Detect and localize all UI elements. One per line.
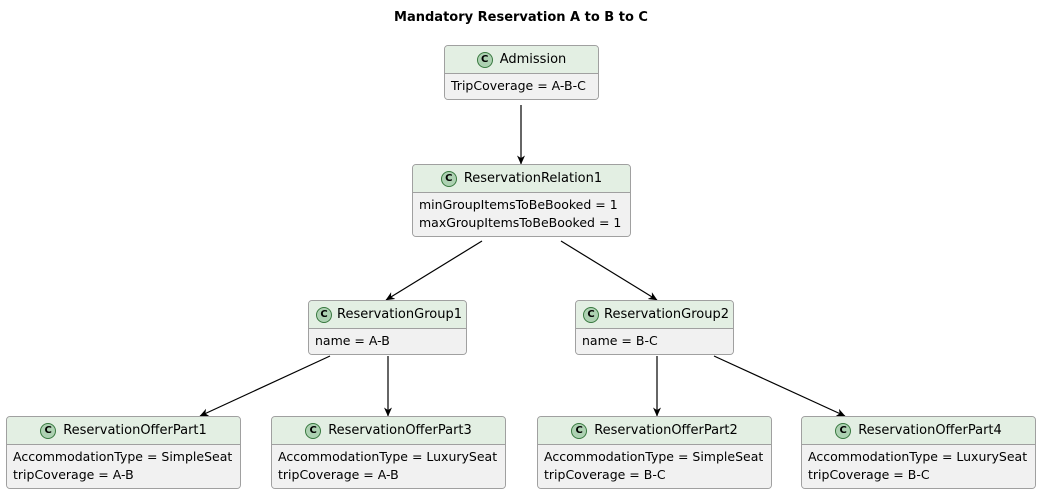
class-node-reservationofferpart1[interactable]: C ReservationOfferPart1 AccommodationTyp… bbox=[6, 416, 241, 489]
edge-reservationrelation1-to-reservationgroup1 bbox=[385, 240, 483, 301]
class-header-admission: C Admission bbox=[445, 46, 598, 74]
class-attributes-admission: TripCoverage = A-B-C bbox=[445, 74, 598, 99]
class-name-label: ReservationGroup1 bbox=[337, 307, 462, 322]
edge-reservationgroup2-to-reservationofferpart4 bbox=[713, 355, 846, 417]
class-header-reservationofferpart4: C ReservationOfferPart4 bbox=[802, 417, 1035, 445]
class-icon: C bbox=[316, 306, 332, 323]
class-attribute: name = A-B bbox=[315, 333, 390, 348]
class-icon: C bbox=[40, 422, 57, 439]
diagram-title: Mandatory Reservation A to B to C bbox=[394, 10, 648, 25]
class-icon: C bbox=[571, 422, 588, 439]
class-icon: C bbox=[305, 422, 322, 439]
class-attribute: tripCoverage = B-C bbox=[544, 467, 666, 482]
class-attribute: tripCoverage = B-C bbox=[808, 467, 930, 482]
class-icon: C bbox=[476, 51, 493, 68]
class-attributes-reservationofferpart3: AccommodationType = LuxurySeat tripCover… bbox=[272, 445, 505, 488]
class-name-label: ReservationOfferPart4 bbox=[858, 423, 1002, 438]
class-attribute: maxGroupItemsToBeBooked = 1 bbox=[419, 215, 622, 230]
class-attribute: AccommodationType = LuxurySeat bbox=[808, 449, 1028, 464]
class-attribute: TripCoverage = A-B-C bbox=[451, 78, 586, 93]
class-header-reservationofferpart3: C ReservationOfferPart3 bbox=[272, 417, 505, 445]
class-node-reservationofferpart4[interactable]: C ReservationOfferPart4 AccommodationTyp… bbox=[801, 416, 1036, 489]
class-name-label: Admission bbox=[499, 52, 567, 67]
class-header-reservationrelation1: C ReservationRelation1 bbox=[413, 165, 630, 193]
class-icon: C bbox=[835, 422, 852, 439]
class-node-reservationgroup2[interactable]: C ReservationGroup2 name = B-C bbox=[575, 300, 734, 355]
class-name-label: ReservationRelation1 bbox=[463, 171, 603, 186]
class-header-reservationgroup2: C ReservationGroup2 bbox=[576, 301, 733, 329]
class-attributes-reservationgroup2: name = B-C bbox=[576, 329, 733, 354]
class-attribute: tripCoverage = A-B bbox=[13, 467, 134, 482]
class-attributes-reservationgroup1: name = A-B bbox=[309, 329, 466, 354]
class-attribute: name = B-C bbox=[582, 333, 658, 348]
class-attribute: AccommodationType = LuxurySeat bbox=[278, 449, 498, 464]
class-header-reservationofferpart2: C ReservationOfferPart2 bbox=[538, 417, 771, 445]
edge-reservationrelation1-to-reservationgroup2 bbox=[560, 240, 658, 301]
class-node-reservationrelation1[interactable]: C ReservationRelation1 minGroupItemsToBe… bbox=[412, 164, 631, 237]
class-attributes-reservationofferpart4: AccommodationType = LuxurySeat tripCover… bbox=[802, 445, 1035, 488]
class-name-label: ReservationGroup2 bbox=[604, 307, 729, 322]
class-header-reservationgroup1: C ReservationGroup1 bbox=[309, 301, 466, 329]
class-attribute: AccommodationType = SimpleSeat bbox=[13, 449, 233, 464]
class-name-label: ReservationOfferPart2 bbox=[594, 423, 738, 438]
class-icon: C bbox=[440, 170, 457, 187]
class-node-reservationofferpart3[interactable]: C ReservationOfferPart3 AccommodationTyp… bbox=[271, 416, 506, 489]
class-node-admission[interactable]: C Admission TripCoverage = A-B-C bbox=[444, 45, 599, 100]
class-attributes-reservationrelation1: minGroupItemsToBeBooked = 1 maxGroupItem… bbox=[413, 193, 630, 236]
class-attribute: tripCoverage = A-B bbox=[278, 467, 399, 482]
class-node-reservationgroup1[interactable]: C ReservationGroup1 name = A-B bbox=[308, 300, 467, 355]
edge-reservationgroup1-to-reservationofferpart1 bbox=[199, 355, 331, 417]
class-header-reservationofferpart1: C ReservationOfferPart1 bbox=[7, 417, 240, 445]
class-attribute: AccommodationType = SimpleSeat bbox=[544, 449, 764, 464]
class-attributes-reservationofferpart1: AccommodationType = SimpleSeat tripCover… bbox=[7, 445, 240, 488]
class-name-label: ReservationOfferPart3 bbox=[328, 423, 472, 438]
class-node-reservationofferpart2[interactable]: C ReservationOfferPart2 AccommodationTyp… bbox=[537, 416, 772, 489]
class-attributes-reservationofferpart2: AccommodationType = SimpleSeat tripCover… bbox=[538, 445, 771, 488]
class-attribute: minGroupItemsToBeBooked = 1 bbox=[419, 197, 618, 212]
class-icon: C bbox=[583, 306, 599, 323]
class-name-label: ReservationOfferPart1 bbox=[63, 423, 207, 438]
